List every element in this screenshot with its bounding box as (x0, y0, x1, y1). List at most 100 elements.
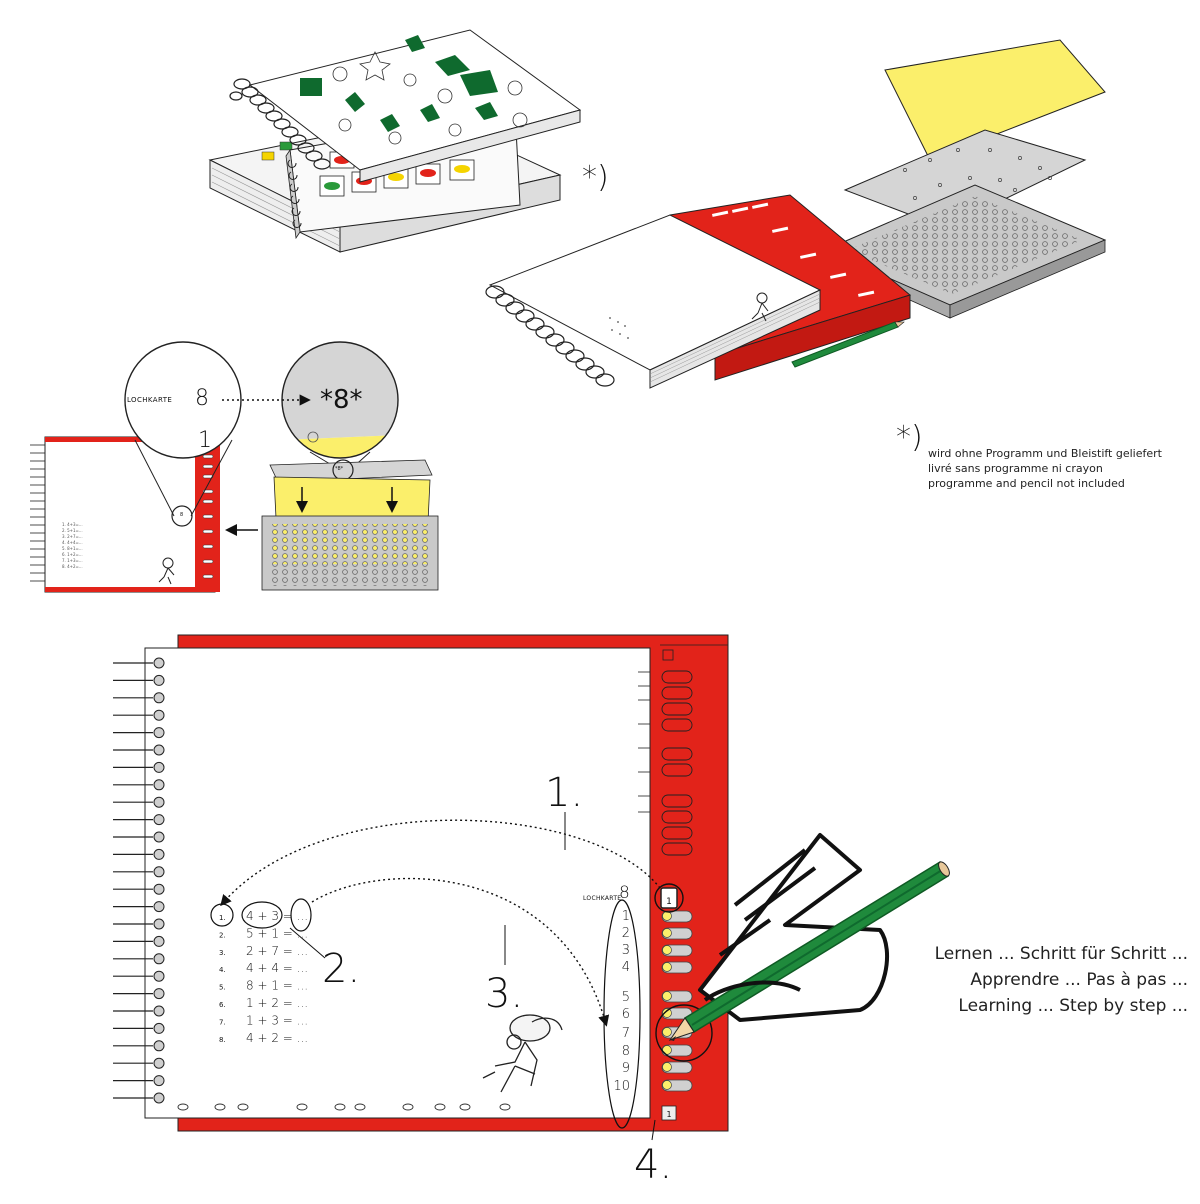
zoom-card-code: *8* (320, 385, 363, 415)
small-exercise-line: 3. 2+7=... (62, 534, 83, 539)
exercise-number: 5. (219, 984, 226, 992)
step2-pointer (289, 927, 326, 959)
exercise-number: 4. (219, 966, 226, 974)
zoom-lochkarte-number: 8 (195, 386, 209, 411)
spiral-hole (153, 814, 165, 826)
answer-number: 9 (622, 1061, 630, 1076)
yellow-dot (662, 1062, 672, 1072)
small-runner (158, 557, 175, 585)
hand-with-pencil (668, 833, 950, 1041)
bottom-square-marker (661, 1105, 677, 1121)
small-exercise-line: 2. 5+1=... (62, 528, 83, 533)
small-exercise-line: 7. 1+3=... (62, 558, 83, 563)
exercise-number: 2. (219, 931, 226, 939)
slogan-en: Learning ... Step by step ... (958, 996, 1188, 1016)
equation-oval (241, 901, 283, 929)
spiral-hole (153, 866, 165, 878)
small-exercise-line: 8. 4+2=... (62, 564, 83, 569)
spiral-hole (153, 918, 165, 930)
ground-stone (459, 1103, 471, 1111)
card-code-small: *8* (335, 466, 344, 472)
spiral-hole (153, 779, 165, 791)
ground-stone (334, 1103, 346, 1111)
yellow-dot (662, 1027, 672, 1037)
step1-arc (220, 819, 661, 907)
book-stack-illustration (208, 29, 582, 253)
top-slot-highlight (660, 887, 678, 909)
main-notebook-diagram: 1.4 + 3 = ...2.5 + 1 = ...3.2 + 7 = ...4… (113, 634, 950, 1188)
punch-slot (661, 763, 693, 777)
exercise-equation: 4 + 4 = ... (246, 961, 308, 975)
ground-stone (434, 1103, 446, 1111)
exercise-equation: 8 + 1 = ... (246, 979, 308, 993)
corner-number: 1 (198, 428, 212, 453)
punch-slot (661, 718, 693, 732)
spiral-hole (153, 953, 165, 965)
step4-pointer (651, 1119, 656, 1141)
punch-slot (661, 794, 693, 808)
footnote: wird ohne Programm und Bleistift geliefe… (928, 446, 1162, 491)
small-ref-number: 8 (180, 512, 184, 518)
numbers-oval (603, 899, 641, 1129)
answer-number: 2 (622, 926, 630, 941)
footnote-line-en: programme and pencil not included (928, 477, 1125, 490)
answer-number: 10 (613, 1079, 630, 1094)
ground-stone (214, 1103, 226, 1111)
punch-slot (661, 826, 693, 840)
punch-slot (661, 747, 693, 761)
ground-stone (402, 1103, 414, 1111)
runner-figure-small (751, 292, 769, 322)
slogan-fr: Apprendre ... Pas à pas ... (970, 970, 1188, 990)
spiral-hole (153, 657, 165, 669)
spiral-hole (153, 935, 165, 947)
answer-blank-oval (290, 898, 312, 932)
yellow-dot (662, 911, 672, 921)
exercise-number: 7. (219, 1018, 226, 1026)
spiral-hole (153, 883, 165, 895)
spiral-hole (153, 1005, 165, 1017)
small-exercise-line: 1. 4+3=... (62, 522, 83, 527)
slogan-de: Lernen ... Schritt für Schritt ... (934, 944, 1188, 964)
red-book (485, 194, 912, 389)
exercise-number: 8. (219, 1036, 226, 1044)
spiral-hole (153, 1057, 165, 1069)
pencil-small (791, 321, 905, 368)
step-1-label: 1. (545, 770, 583, 816)
yellow-dot (662, 962, 672, 972)
small-notebook (30, 436, 220, 593)
yellow-dot (662, 945, 672, 955)
ground-stone (354, 1103, 366, 1111)
exercise-equation: 4 + 2 = ... (246, 1031, 308, 1045)
yellow-dot (662, 1008, 672, 1018)
zoom-circle-left (124, 341, 242, 517)
yellow-dot (662, 928, 672, 938)
spiral-hole (153, 692, 165, 704)
spiral-hole (153, 744, 165, 756)
yellow-sheet (884, 39, 1106, 161)
page-edge-ticks (638, 671, 650, 813)
small-exercise-list: 1. 4+3=...2. 5+1=...3. 2+7=...4. 4+4=...… (62, 522, 83, 570)
top-square-marker (662, 649, 674, 661)
punch-slot (661, 842, 693, 856)
lochkarte-number: 8 (619, 883, 630, 903)
exercise-equation: 1 + 3 = ... (246, 1013, 308, 1027)
spiral-binding (113, 657, 165, 1104)
exercise-equation: 4 + 3 = ... (246, 909, 308, 923)
step-4-label: 4. (634, 1142, 672, 1188)
spiral-hole (153, 988, 165, 1000)
exercise-number: 1. (219, 914, 226, 922)
ground-stones (177, 1103, 511, 1111)
answer-slot-circle (655, 1004, 713, 1062)
step3-arc (311, 877, 610, 1027)
punch-slot (661, 670, 693, 684)
step-2-label: 2. (322, 946, 360, 992)
white-page (144, 647, 651, 1119)
exercise-equation: 2 + 7 = ... (246, 944, 308, 958)
footnote-line-de: wird ohne Programm und Bleistift geliefe… (928, 447, 1162, 460)
ground-stone (177, 1103, 189, 1111)
asterisk-marker-note: *) (896, 420, 923, 455)
answer-number: 7 (622, 1026, 630, 1041)
exercise-number: 6. (219, 1001, 226, 1009)
